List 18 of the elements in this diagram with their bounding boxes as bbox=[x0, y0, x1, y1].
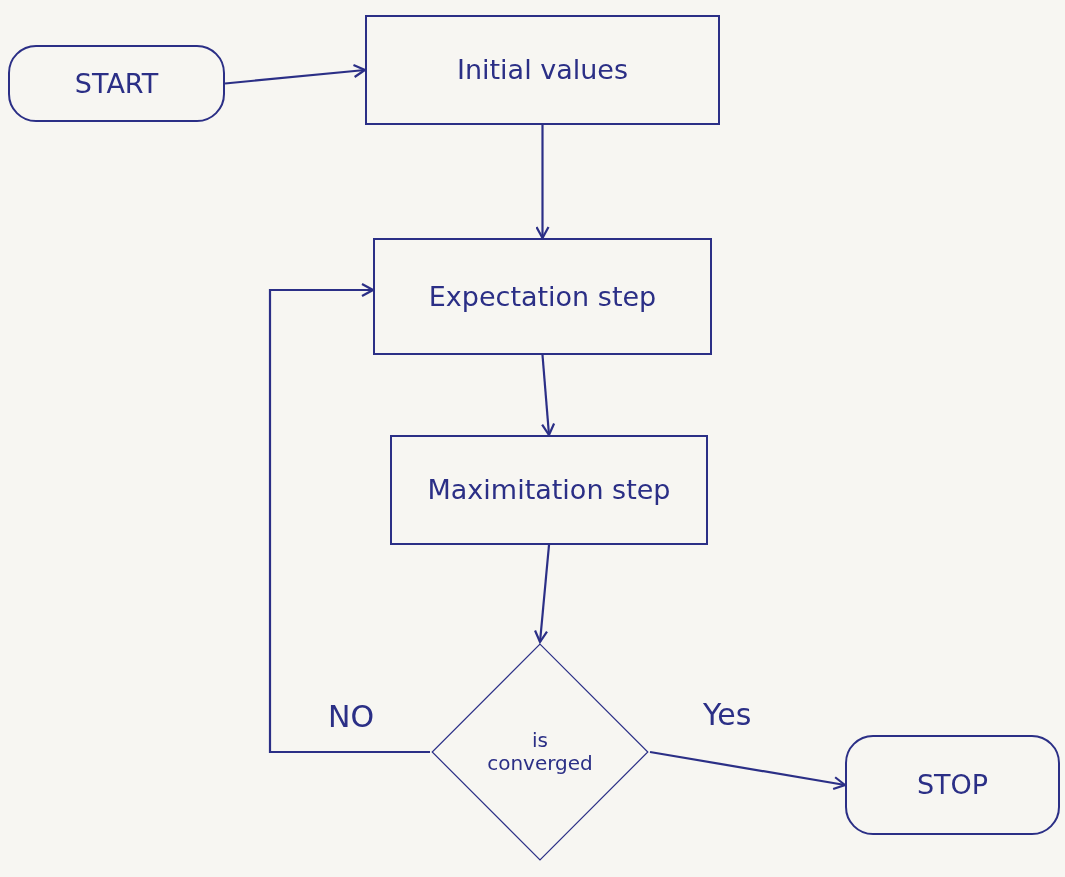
arrow bbox=[649, 750, 847, 791]
process-box bbox=[365, 15, 720, 125]
terminal-box bbox=[845, 735, 1060, 835]
arrow bbox=[535, 125, 550, 240]
node-label: Maximitation step bbox=[427, 474, 671, 506]
arrow bbox=[224, 64, 367, 85]
arrow bbox=[533, 544, 551, 644]
node-label: is converged bbox=[486, 729, 594, 775]
node-label: START bbox=[74, 67, 159, 99]
process-box bbox=[373, 238, 712, 355]
process-box bbox=[390, 435, 708, 545]
node-label: Initial values bbox=[456, 54, 629, 86]
node-label: STOP bbox=[916, 769, 989, 801]
arrow bbox=[541, 354, 556, 437]
decision-diamond bbox=[430, 642, 650, 862]
terminal-box bbox=[8, 45, 225, 122]
node-label: Expectation step bbox=[428, 280, 657, 312]
arrow bbox=[268, 282, 430, 754]
